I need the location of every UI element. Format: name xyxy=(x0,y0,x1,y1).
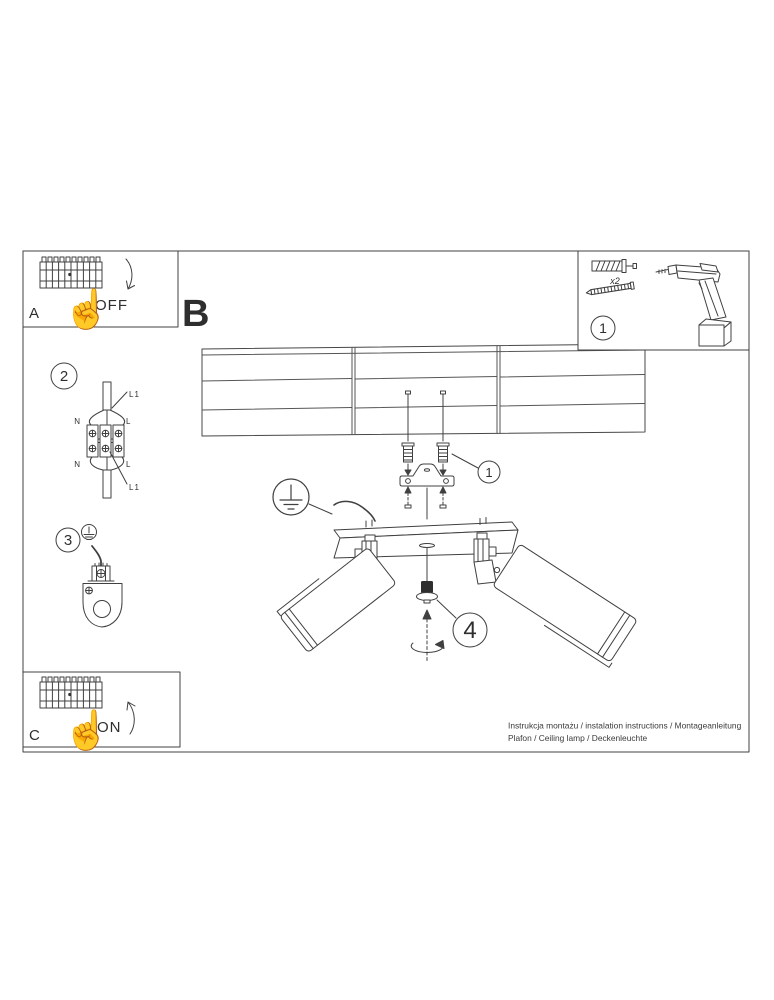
callout-step3-number: 3 xyxy=(64,532,72,549)
mounting-bracket xyxy=(399,463,455,487)
screw-icon xyxy=(585,281,635,296)
wire-n-top-label: N xyxy=(74,417,80,426)
breaker-panel-icon xyxy=(39,676,103,709)
wall-plug-icon xyxy=(403,445,413,463)
power-cord xyxy=(333,500,376,522)
terminal-screws xyxy=(88,429,123,453)
mounting-screw-right xyxy=(436,390,450,476)
callout-step4-number: 4 xyxy=(463,617,476,644)
box-a xyxy=(22,250,179,328)
callout-step4 xyxy=(436,599,488,648)
drill-icon xyxy=(655,263,732,347)
wire-n-bottom-label: N xyxy=(74,460,80,469)
spotlight-head-right xyxy=(493,544,637,668)
hand-icon: ☝ xyxy=(63,286,110,332)
hand-icon: ☝ xyxy=(63,707,110,753)
callout-step2-number: 2 xyxy=(60,368,68,385)
callout-tools xyxy=(590,315,616,341)
ceiling-panel xyxy=(201,343,646,437)
wire-l1-bottom-label: L1 xyxy=(129,483,140,492)
tools-box xyxy=(577,250,750,351)
mounting-screw-left xyxy=(401,390,415,476)
spot-hinge-right xyxy=(473,532,501,585)
wiring-diagram xyxy=(50,362,128,499)
callout-step1 xyxy=(451,453,501,484)
wire-l-bottom-label: L xyxy=(126,460,131,469)
box-c xyxy=(22,671,181,748)
earth-symbol-icon xyxy=(272,478,333,516)
spotlight-head-left xyxy=(276,548,396,652)
wire-l1-top-label: L1 xyxy=(129,390,140,399)
outer-frame xyxy=(22,250,750,753)
earth-terminal-assembly xyxy=(55,524,123,628)
bracket-bolt-left xyxy=(404,486,412,509)
breaker-on-label: ON xyxy=(97,719,122,736)
callout-tools-number: 1 xyxy=(599,320,607,336)
breaker-off-label: OFF xyxy=(95,297,128,314)
plug-quantity-label: x2 xyxy=(609,276,620,286)
wall-plug-icon xyxy=(591,259,637,273)
wire-l-top-label: L xyxy=(126,417,131,426)
adjustment-screw xyxy=(416,543,438,604)
section-a-label: A xyxy=(29,305,39,322)
section-c-label: C xyxy=(29,727,40,744)
callout-step1-number: 1 xyxy=(485,465,492,480)
section-b-label: B xyxy=(182,293,209,335)
wall-plug-icon xyxy=(438,445,448,463)
bracket-bolt-right xyxy=(439,486,447,509)
arrow-up-icon xyxy=(126,701,136,735)
arrow-down-icon xyxy=(125,258,135,290)
breaker-panel-icon xyxy=(39,256,103,289)
footer-line-1: Instrukcja montażu / instalation instruc… xyxy=(508,721,742,731)
footer-line-2: Plafon / Ceiling lamp / Deckenleuchte xyxy=(508,733,648,743)
rotation-arrow-icon xyxy=(410,609,445,663)
